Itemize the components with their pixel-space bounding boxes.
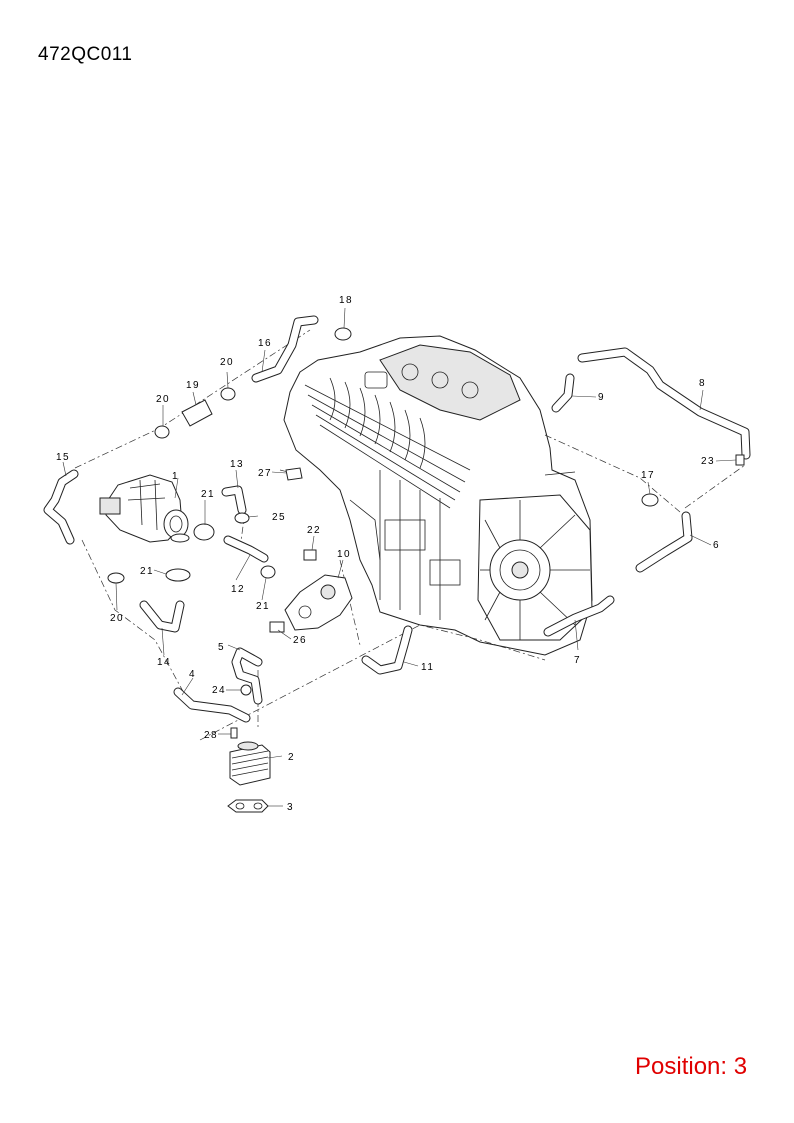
callout-20-c: 20 <box>110 613 124 624</box>
callout-10: 10 <box>337 549 351 560</box>
thermostat-housing-part <box>269 549 353 633</box>
callout-2: 2 <box>288 752 295 763</box>
callout-17: 17 <box>641 470 655 481</box>
callout-21-a: 21 <box>201 489 215 500</box>
callout-20-b: 20 <box>220 357 234 368</box>
callout-1: 1 <box>172 471 179 482</box>
callout-22: 22 <box>307 525 321 536</box>
callout-23: 23 <box>701 456 715 467</box>
hoses <box>43 315 751 723</box>
callout-24: 24 <box>212 685 226 696</box>
callout-9: 9 <box>598 392 605 403</box>
clamps-and-rings <box>107 327 745 696</box>
callout-19: 19 <box>186 380 200 391</box>
callout-20-a: 20 <box>156 394 170 405</box>
leader-lines <box>62 307 737 807</box>
callout-14: 14 <box>157 657 171 668</box>
callout-27: 27 <box>258 468 272 479</box>
callout-11: 11 <box>421 662 434 673</box>
callout-25: 25 <box>272 512 286 523</box>
callout-12: 12 <box>231 584 245 595</box>
diagram-code: 472QC011 <box>38 44 133 65</box>
callout-16: 16 <box>258 338 272 349</box>
engine-assembly <box>283 335 593 656</box>
callout-21-b: 21 <box>140 566 154 577</box>
callout-6: 6 <box>713 540 720 551</box>
callout-28: 28 <box>204 730 218 741</box>
callout-3: 3 <box>287 802 294 813</box>
callout-7: 7 <box>574 655 581 666</box>
callout-26: 26 <box>293 635 307 646</box>
position-indicator: Position: 3 <box>635 1053 748 1080</box>
oil-cooler-part <box>227 727 271 813</box>
callout-18: 18 <box>339 295 353 306</box>
callout-5: 5 <box>218 642 225 653</box>
callout-15: 15 <box>56 452 70 463</box>
callout-labels: 1 2 3 4 5 6 7 8 9 10 11 12 13 14 15 16 1… <box>56 295 720 813</box>
callout-4: 4 <box>189 669 196 680</box>
callout-21-c: 21 <box>256 601 270 612</box>
callout-13: 13 <box>230 459 244 470</box>
callout-8: 8 <box>699 378 706 389</box>
water-pump-part <box>99 474 190 543</box>
